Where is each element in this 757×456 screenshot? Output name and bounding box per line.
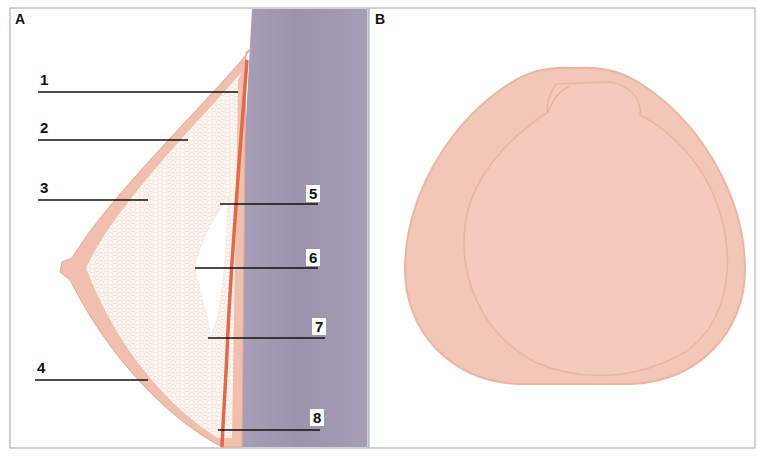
panel-letter: A bbox=[15, 12, 25, 26]
leader-lines bbox=[35, 92, 325, 430]
chest-wall bbox=[228, 9, 367, 447]
callout-number: 6 bbox=[306, 249, 320, 266]
callout-number: 1 bbox=[40, 72, 48, 87]
panel-frame bbox=[369, 8, 755, 448]
callout-number: 3 bbox=[40, 180, 48, 195]
prosthesis-rim bbox=[405, 68, 745, 384]
fascia-layer bbox=[222, 60, 247, 447]
callout-number: 2 bbox=[40, 120, 48, 135]
fatty-tissue bbox=[86, 72, 242, 438]
panel-frame bbox=[10, 8, 368, 448]
callout-number: 8 bbox=[310, 409, 324, 426]
prosthesis-notch bbox=[548, 86, 570, 112]
panel-letter: B bbox=[375, 12, 385, 26]
breast-skin bbox=[60, 48, 252, 447]
callout-number: 5 bbox=[306, 185, 320, 202]
prosthesis-body bbox=[464, 82, 727, 375]
callout-number: 4 bbox=[37, 360, 45, 375]
callout-number: 7 bbox=[312, 318, 326, 335]
